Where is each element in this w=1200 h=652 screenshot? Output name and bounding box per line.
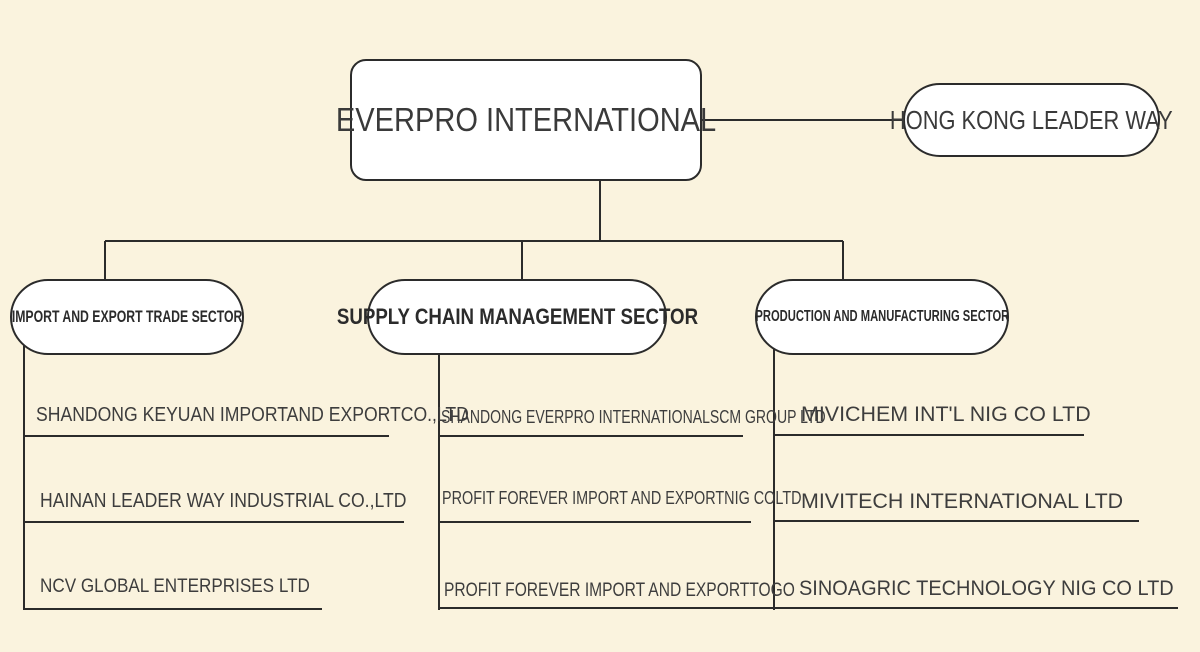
root-label: EVERPRO INTERNATIONAL [335, 101, 717, 138]
company-label: MIVITECH INTERNATIONAL LTD [801, 490, 1124, 513]
company-label: SINOAGRIC TECHNOLOGY NIG CO LTD [799, 577, 1174, 600]
sector-label: SUPPLY CHAIN MANAGEMENT SECTOR [336, 304, 698, 329]
company-label: PROFIT FOREVER IMPORT AND EXPORTTOGO [444, 580, 795, 601]
company-label: MIVICHEM INT'L NIG CO LTD [801, 403, 1091, 426]
partner-node: HONG KONG LEADER WAY [890, 83, 1173, 157]
sector-node-import-export: IMPORT AND EXPORT TRADE SECTOR [10, 279, 244, 355]
company-label: SHANDONG EVERPRO INTERNATIONALSCM GROUP … [441, 407, 826, 427]
company-label: HAINAN LEADER WAY INDUSTRIAL CO.,LTD [40, 490, 407, 512]
sector-node-production: PRODUCTION AND MANUFACTURING SECTOR [755, 279, 1009, 355]
sector-label: IMPORT AND EXPORT TRADE SECTOR [11, 307, 243, 326]
company-label: PROFIT FOREVER IMPORT AND EXPORTNIG COLT… [442, 488, 802, 508]
root-node: EVERPRO INTERNATIONAL [336, 59, 716, 181]
company-label: NCV GLOBAL ENTERPRISES LTD [40, 576, 310, 597]
sector-label: PRODUCTION AND MANUFACTURING SECTOR [755, 308, 1009, 325]
sector-node-supply-chain: SUPPLY CHAIN MANAGEMENT SECTOR [336, 279, 698, 355]
company-label: SHANDONG KEYUAN IMPORTAND EXPORTCO.,LTD [36, 404, 469, 426]
partner-label: HONG KONG LEADER WAY [890, 104, 1173, 135]
